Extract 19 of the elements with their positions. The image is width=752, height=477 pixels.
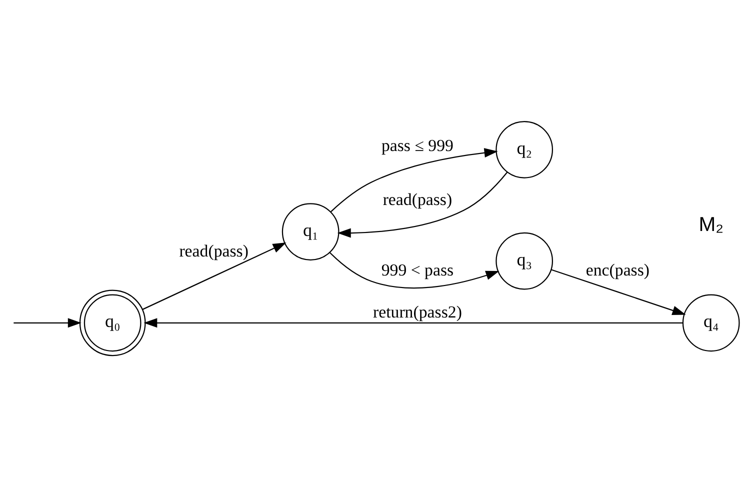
node-circle: q₄ <box>682 294 740 352</box>
arrow <box>550 269 686 315</box>
node-circle: q₁ <box>282 203 340 260</box>
edge-label: read(pass) <box>382 190 452 209</box>
edge-label: pass ≤ 999 <box>381 136 454 155</box>
arrow <box>337 172 508 238</box>
edge-label: read(pass) <box>179 242 248 260</box>
node-circle: q₃ <box>496 232 554 290</box>
node-circle: q₀ <box>79 290 146 356</box>
edge-label: return(pass2) <box>372 302 462 322</box>
arrow <box>330 252 500 289</box>
arrow <box>144 318 683 328</box>
edge-label: enc(pass) <box>586 260 650 280</box>
arrow <box>330 148 498 212</box>
label: M₂ <box>698 214 724 236</box>
edge-label: 999 < pass <box>381 260 454 280</box>
arrow <box>14 318 82 328</box>
arrow <box>142 242 286 310</box>
node-circle: q₂ <box>496 120 554 178</box>
